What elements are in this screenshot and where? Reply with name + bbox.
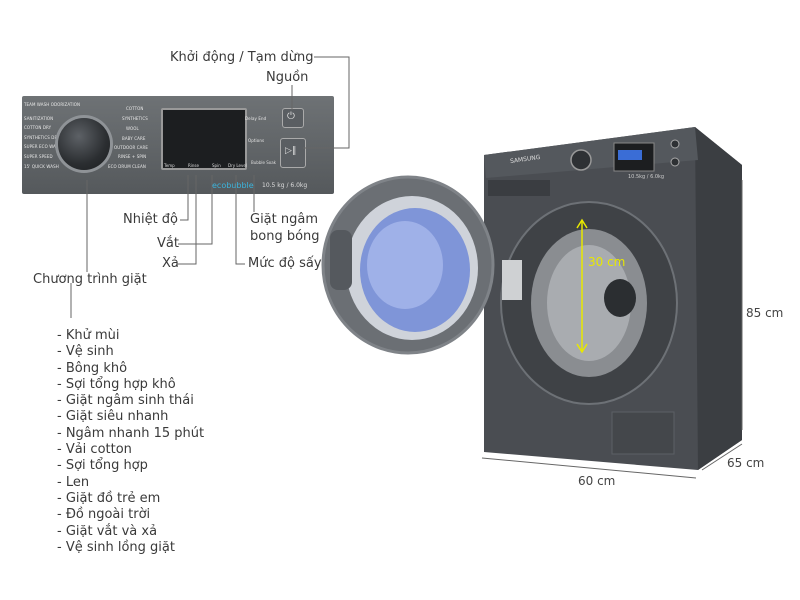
list-item: - Giặt ngâm sinh thái [57, 393, 194, 409]
open-door [321, 175, 495, 355]
bubble-soak-label-line2: bong bóng [250, 229, 320, 244]
list-item: - Giặt siêu nhanh [57, 409, 169, 425]
door-glass [360, 208, 470, 332]
panel-program-label: SYNTHETICS [122, 116, 148, 121]
detergent-drawer [488, 180, 550, 196]
machine-display-digits [618, 150, 642, 160]
list-item: - Len [57, 474, 90, 490]
power-icon: ⏻ [287, 111, 295, 122]
temp-button[interactable]: Temp [164, 163, 175, 168]
panel-program-label: SANITIZATION [24, 116, 54, 121]
start-pause-button[interactable] [280, 138, 306, 168]
rinse-button[interactable]: Rinse [188, 163, 199, 168]
program-label: Chương trình giặt [33, 272, 147, 287]
list-item: - Giặt đồ trẻ em [57, 490, 161, 506]
height-dimension-label: 85 cm [746, 306, 784, 320]
spin-label: Vắt [157, 236, 179, 251]
panel-program-label: ECO DRUM CLEAN [108, 164, 146, 169]
start-pause-label: Khởi động / Tạm dừng [170, 50, 314, 65]
list-item: - Vệ sinh [57, 344, 114, 360]
rinse-label: Xả [162, 256, 179, 271]
options-label[interactable]: Options [248, 138, 265, 143]
machine-brand-logo: SAMSUNG [509, 153, 541, 166]
list-item: - Ngâm nhanh 15 phút [57, 425, 205, 441]
door-hinge [502, 260, 522, 300]
panel-program-label: SUPER SPEED [24, 154, 53, 159]
play-pause-icon: ▷‖ [285, 146, 297, 156]
panel-program-label: COTTON DRY [24, 125, 52, 130]
list-item: - Sợi tổng hợp khô [57, 376, 176, 392]
list-item: - Vải cotton [57, 442, 132, 458]
control-panel-closeup: TEAM WASH ODORIZATION SANITIZATION COTTO… [22, 96, 334, 194]
drum-dimension-line [576, 218, 588, 354]
drum [531, 229, 647, 377]
panel-capacity: 10.5 kg / 6.0kg [262, 182, 308, 189]
bubble-soak-button[interactable]: Bubble Soak [251, 160, 276, 165]
drum-hub [604, 279, 636, 317]
depth-dimension-label: 65 cm [727, 456, 765, 470]
panel-program-label: SYNTHETICS DRY [24, 135, 60, 140]
drum-dimension-label: 30 cm [588, 255, 626, 269]
machine-dial [570, 149, 592, 171]
drum-opening [500, 201, 678, 405]
door-handle [330, 230, 352, 290]
panel-program-label: SUPER ECO WASH [24, 144, 62, 149]
machine-capacity: 10.5kg / 6.0kg [628, 174, 665, 180]
power-label: Nguồn [266, 70, 309, 85]
width-dimension-label: 60 cm [578, 474, 616, 488]
machine-display [613, 142, 655, 172]
ecobubble-logo: ecobubble [212, 181, 254, 190]
spin-button[interactable]: Spin [212, 163, 221, 168]
bubble-soak-label-line1: Giặt ngâm [250, 212, 319, 227]
panel-program-label: RINSE + SPIN [118, 154, 147, 159]
dry-level-button[interactable]: Dry Level [228, 163, 247, 168]
washing-machine [484, 127, 742, 470]
delay-end-label[interactable]: Delay End [245, 116, 267, 121]
program-list: - Khử mùi - Vệ sinh - Bông khô - Sợi tổn… [57, 328, 204, 556]
list-item: - Khử mùi [57, 328, 120, 343]
panel-program-label: COTTON [126, 106, 144, 111]
list-item: - Sợi tổng hợp [57, 458, 148, 474]
machine-start-button [670, 157, 680, 167]
panel-program-label: OUTDOOR CARE [114, 145, 148, 150]
list-item: - Giặt vắt và xả [57, 523, 158, 539]
panel-program-label: TEAM WASH ODORIZATION [24, 102, 81, 107]
machine-power-button [670, 139, 680, 149]
list-item: - Bông khô [57, 360, 128, 376]
list-item: - Vệ sinh lồng giặt [57, 539, 175, 555]
panel-program-label: BABY CARE [122, 136, 146, 141]
program-dial-knob[interactable] [58, 118, 110, 170]
lcd-display [161, 108, 247, 170]
temperature-label: Nhiệt độ [123, 212, 179, 227]
dimension-lines [481, 180, 743, 479]
panel-program-label: 15' QUICK WASH [24, 164, 59, 169]
filter-cover [611, 411, 675, 455]
dry-level-label: Mức độ sấy [248, 256, 322, 271]
list-item: - Đồ ngoài trời [57, 507, 151, 523]
panel-program-label: WOOL [126, 126, 139, 131]
